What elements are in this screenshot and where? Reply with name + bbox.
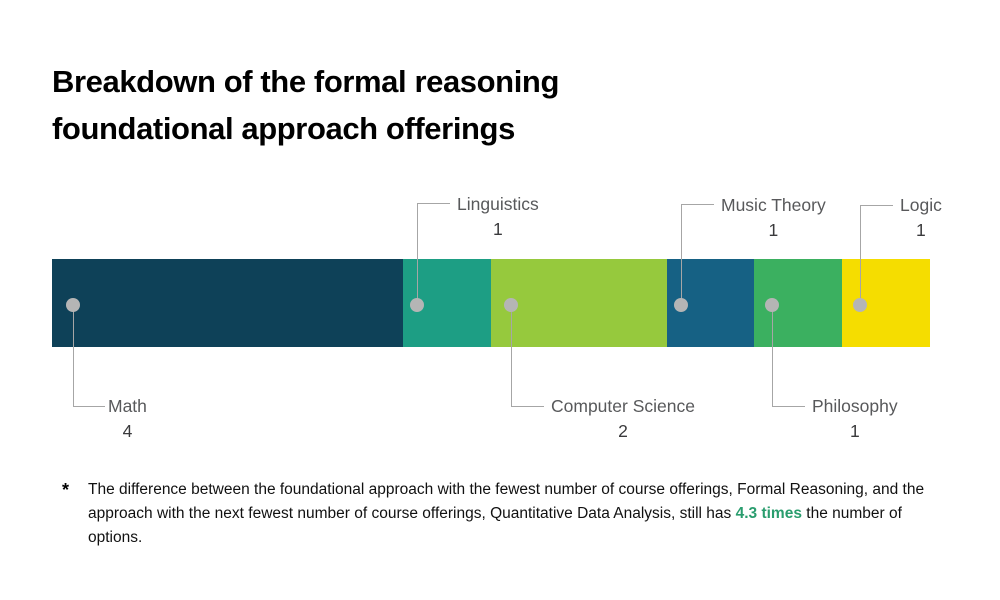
page-title: Breakdown of the formal reasoning founda… (52, 64, 559, 147)
callout-logic-value: 1 (916, 220, 926, 241)
leader-line-linguistics-arm (417, 203, 450, 204)
callout-math-label: Math (108, 396, 147, 416)
callout-math: Math 4 (108, 394, 147, 445)
bar-segment-computer-science[interactable] (490, 259, 667, 347)
marker-dot-logic (853, 298, 867, 312)
leader-line-computer-science (511, 305, 512, 406)
footnote-highlight: 4.3 times (735, 505, 802, 522)
callout-music-theory-label: Music Theory (721, 195, 826, 215)
footnote-text: The difference between the foundational … (88, 478, 948, 550)
leader-line-logic-arm (860, 205, 893, 206)
footnote: * The difference between the foundationa… (62, 478, 962, 550)
callout-philosophy-value: 1 (849, 421, 860, 442)
stacked-bar (52, 259, 930, 347)
callout-linguistics-label: Linguistics (457, 194, 539, 214)
footnote-text-before: The difference between the foundational … (88, 481, 925, 522)
leader-line-math (73, 305, 74, 406)
leader-line-linguistics (417, 203, 418, 305)
bar-segment-math[interactable] (52, 259, 404, 347)
callout-music-theory: Music Theory 1 (721, 193, 826, 244)
marker-dot-linguistics (410, 298, 424, 312)
marker-dot-philosophy (765, 298, 779, 312)
callout-logic: Logic 1 (900, 193, 942, 244)
callout-math-value: 4 (122, 421, 133, 442)
footnote-text-after: the number of options. (88, 505, 902, 546)
leader-line-philosophy (772, 305, 773, 406)
callout-logic-label: Logic (900, 195, 942, 215)
callout-computer-science-label: Computer Science (551, 396, 695, 416)
leader-line-music-theory (681, 204, 682, 305)
callout-philosophy-label: Philosophy (812, 396, 898, 416)
marker-dot-math (66, 298, 80, 312)
footnote-marker: * (62, 480, 70, 500)
leader-line-logic (860, 205, 861, 305)
callout-computer-science-value: 2 (618, 421, 628, 442)
callout-philosophy: Philosophy 1 (812, 394, 898, 445)
callout-music-theory-value: 1 (768, 220, 779, 241)
callout-computer-science: Computer Science 2 (551, 394, 695, 445)
leader-line-computer-science-arm (511, 406, 544, 407)
callout-linguistics: Linguistics 1 (457, 192, 539, 243)
callout-linguistics-value: 1 (492, 219, 503, 240)
leader-line-music-theory-arm (681, 204, 714, 205)
marker-dot-music-theory (674, 298, 688, 312)
leader-line-philosophy-arm (772, 406, 805, 407)
marker-dot-computer-science (504, 298, 518, 312)
leader-line-math-arm (73, 406, 105, 407)
